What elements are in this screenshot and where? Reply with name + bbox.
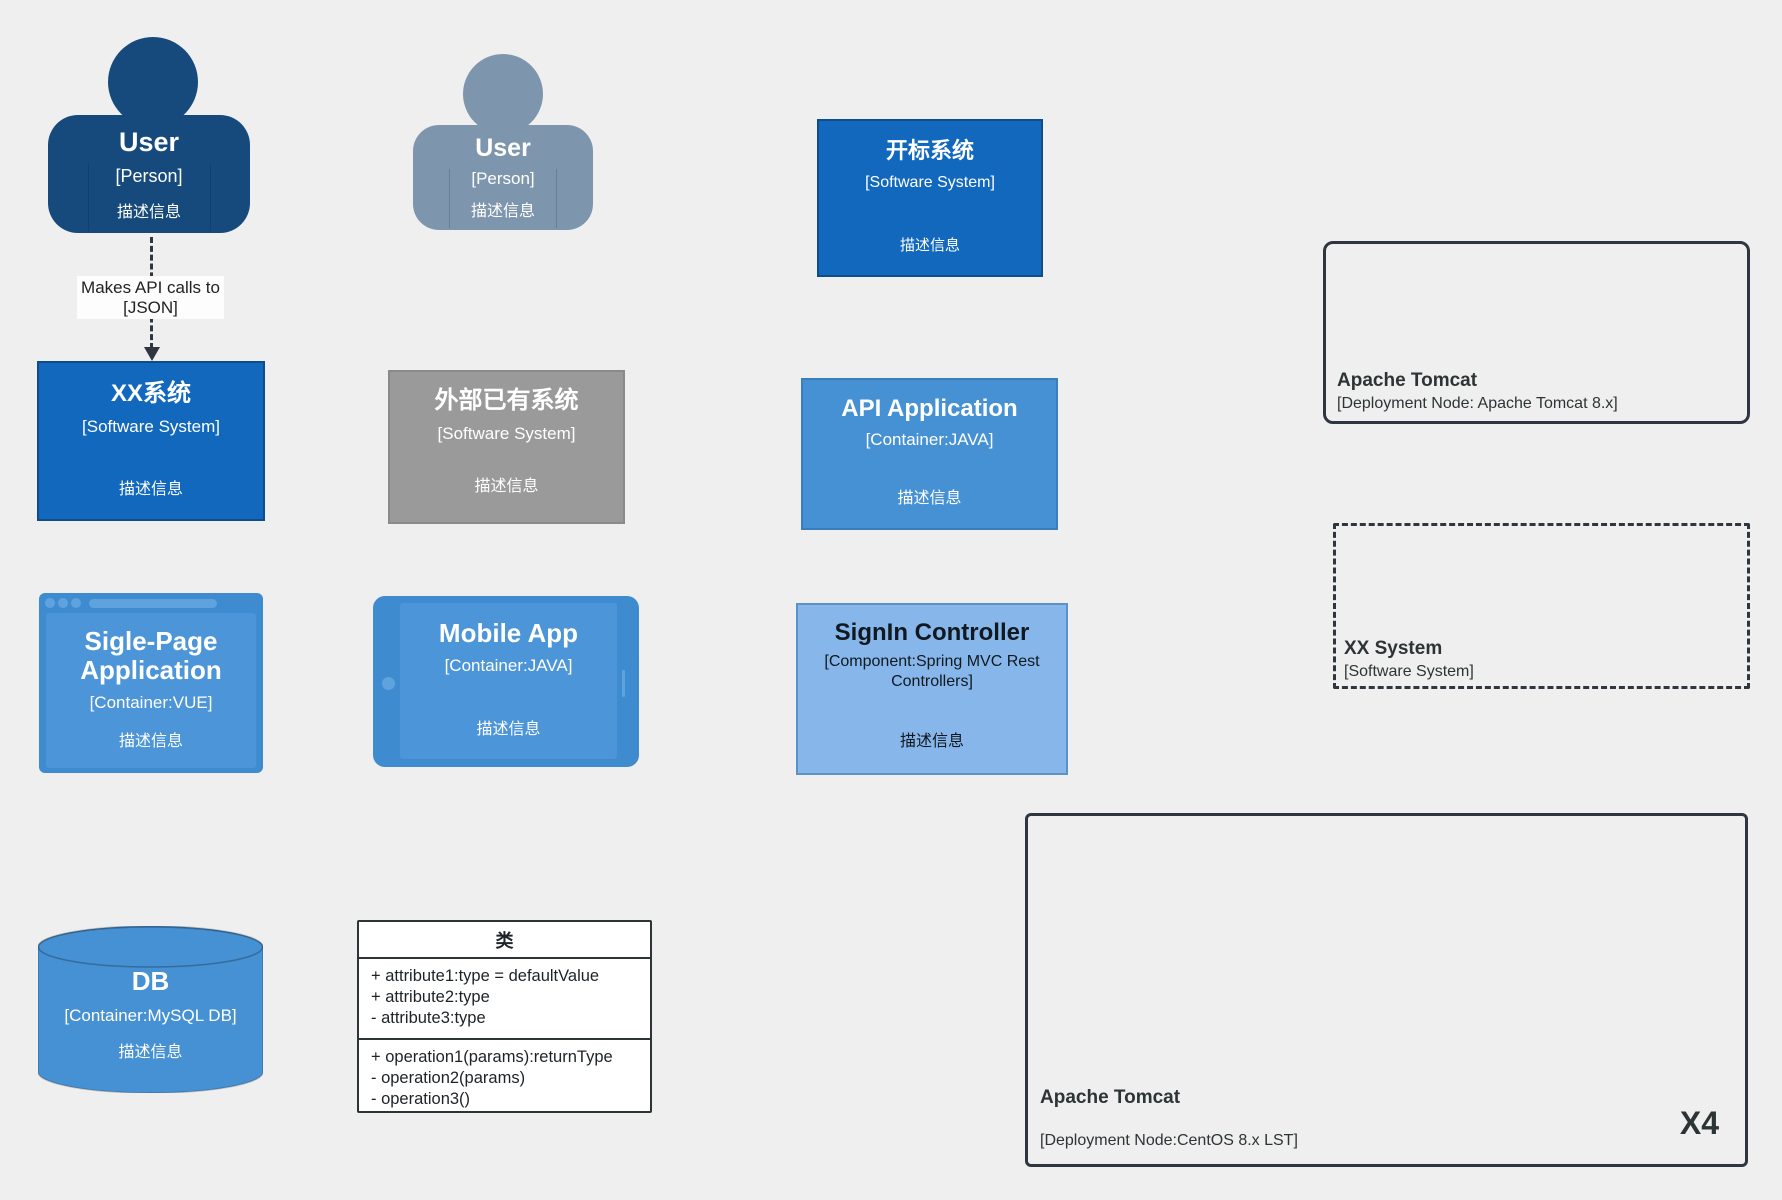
shape-title: API Application <box>841 395 1018 422</box>
shape-title: Mobile App <box>438 618 579 648</box>
uml-class-attributes: + attribute1:type = defaultValue + attri… <box>359 959 650 1040</box>
shape-title: 外部已有系统 <box>434 387 579 414</box>
shape-subtitle: [Container:JAVA] <box>865 430 994 449</box>
shape-external-system[interactable]: 外部已有系统 [Software System] 描述信息 <box>388 370 625 524</box>
shape-description: 描述信息 <box>899 237 960 254</box>
shape-title: Apache Tomcat <box>1040 1087 1181 1108</box>
person-head-icon <box>108 37 198 127</box>
person-head-icon <box>463 54 543 134</box>
shape-title: Apache Tomcat <box>1337 370 1478 391</box>
shape-uml-class[interactable]: 类 + attribute1:type = defaultValue + att… <box>357 920 652 1113</box>
shape-subtitle: [Person] <box>471 169 535 188</box>
shape-subtitle: [Container:JAVA] <box>444 656 573 675</box>
person-body-divider <box>449 169 557 228</box>
shape-subtitle: [Software System] <box>865 174 995 191</box>
shape-title: 开标系统 <box>885 138 974 163</box>
shape-title: User <box>118 127 180 157</box>
shape-subtitle: [Software System] <box>437 424 576 443</box>
relationship-label-text: Makes API calls to <box>81 277 220 297</box>
shape-description: 描述信息 <box>470 203 535 220</box>
shape-container-spa-browser[interactable]: Sigle-Page Application [Container:VUE] 描… <box>39 593 263 773</box>
shape-description: 描述信息 <box>899 733 964 750</box>
shape-system-boundary-xx[interactable]: XX System [Software System] <box>1333 523 1750 689</box>
relationship-arrowhead-icon <box>144 347 160 361</box>
relationship-label[interactable]: Makes API calls to [JSON] <box>77 276 224 319</box>
uml-operation: + operation1(params):returnType <box>371 1048 613 1066</box>
uml-class-title: 类 <box>359 922 650 959</box>
person-body: User [Person] 描述信息 <box>413 125 593 230</box>
shape-subtitle: [Deployment Node:CentOS 8.x LST] <box>1040 1132 1298 1149</box>
shape-software-system-xx[interactable]: XX系统 [Software System] 描述信息 <box>37 361 265 521</box>
shape-subtitle: [Software System] <box>1344 663 1474 680</box>
shape-description: 描述信息 <box>116 204 181 221</box>
uml-operation: - operation2(params) <box>371 1069 526 1087</box>
shape-deployment-node-tomcat[interactable]: Apache Tomcat [Deployment Node: Apache T… <box>1323 241 1750 424</box>
shape-description: 描述信息 <box>474 478 539 495</box>
shape-title: DB <box>131 966 170 996</box>
browser-dot-icon <box>45 598 55 608</box>
shape-description: 描述信息 <box>118 733 183 750</box>
shape-title: XX System <box>1344 638 1443 659</box>
shape-container-api[interactable]: API Application [Container:JAVA] 描述信息 <box>801 378 1058 530</box>
shape-title: SignIn Controller <box>834 619 1030 646</box>
relationship-label-subtext: [JSON] <box>123 297 178 317</box>
shape-subtitle: [Software System] <box>82 417 220 436</box>
shape-deployment-node-centos[interactable]: Apache Tomcat [Deployment Node:CentOS 8.… <box>1025 813 1748 1167</box>
device-screen: Mobile App [Container:JAVA] 描述信息 <box>400 603 617 759</box>
uml-attribute: + attribute1:type = defaultValue <box>371 967 600 985</box>
instance-count-badge: X4 <box>1679 1105 1719 1141</box>
browser-addressbar-icon <box>89 599 217 608</box>
shape-subtitle: [Component:Spring MVC Rest Controllers] <box>824 653 1040 690</box>
shape-description: 描述信息 <box>118 1044 183 1061</box>
uml-attribute: + attribute2:type <box>371 988 490 1006</box>
browser-dot-icon <box>71 598 81 608</box>
shape-software-system-kaibiao[interactable]: 开标系统 [Software System] 描述信息 <box>817 119 1043 277</box>
shape-component-signin[interactable]: SignIn Controller [Component:Spring MVC … <box>796 603 1068 775</box>
shape-description: 描述信息 <box>897 490 962 507</box>
uml-operation: - operation3() <box>371 1090 471 1108</box>
uml-class-operations: + operation1(params):returnType - operat… <box>359 1040 650 1119</box>
shape-title: User <box>475 134 531 162</box>
shape-person-primary[interactable]: User [Person] 描述信息 <box>48 37 250 233</box>
browser-viewport: Sigle-Page Application [Container:VUE] 描… <box>46 613 256 768</box>
shape-description: 描述信息 <box>476 721 541 738</box>
uml-attribute: - attribute3:type <box>371 1009 486 1027</box>
shape-person-external[interactable]: User [Person] 描述信息 <box>413 54 593 230</box>
shape-subtitle: [Container:MySQL DB] <box>64 1006 237 1025</box>
shape-title: XX系统 <box>110 380 191 407</box>
browser-dot-icon <box>58 598 68 608</box>
shape-container-mobile[interactable]: Mobile App [Container:JAVA] 描述信息 <box>373 596 639 767</box>
shape-subtitle: [Deployment Node: Apache Tomcat 8.x] <box>1337 395 1618 412</box>
shape-title: Sigle-Page Application <box>80 626 222 685</box>
device-slot-icon <box>622 670 625 697</box>
shape-subtitle: [Container:VUE] <box>89 693 213 712</box>
shape-container-db[interactable]: DB [Container:MySQL DB] 描述信息 <box>37 925 264 1094</box>
shape-description: 描述信息 <box>118 481 183 498</box>
device-button-icon <box>382 677 395 690</box>
database-cylinder-icon <box>37 925 264 1094</box>
person-body-divider <box>88 163 211 231</box>
shape-subtitle: [Person] <box>115 166 183 186</box>
person-body: User [Person] 描述信息 <box>48 115 250 233</box>
